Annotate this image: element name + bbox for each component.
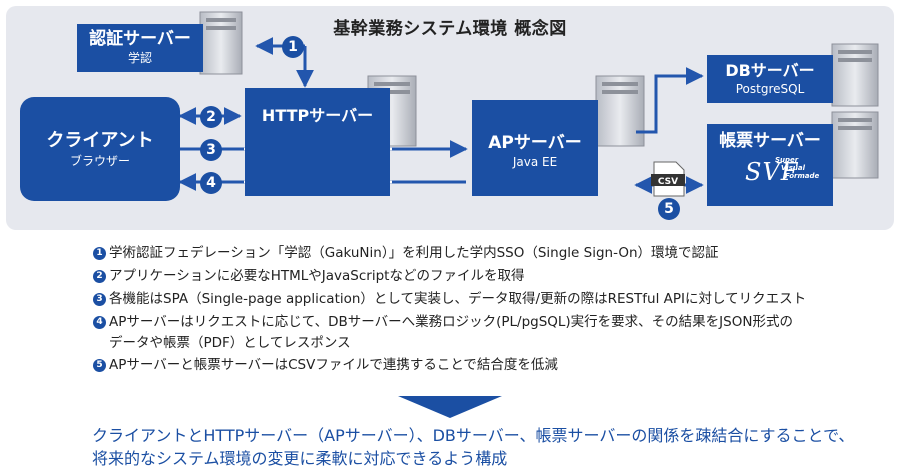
step-3-badge: 3 [200, 139, 222, 161]
auth-server-icon [199, 11, 243, 75]
arrow-db [636, 67, 704, 134]
db-server-box: DBサーバー PostgreSQL [707, 55, 833, 103]
diagram-title: 基幹業務システム環境 概念図 [333, 19, 567, 39]
svf-logo: SVF Super Visual Formade [745, 156, 820, 186]
report-server-box: 帳票サーバー SVF Super Visual Formade [707, 124, 833, 206]
ap-server-box: APサーバー Java EE [472, 100, 598, 196]
step-1-badge: 1 [282, 36, 304, 58]
csv-file-icon: CSV [651, 161, 685, 197]
step-5-badge: 5 [658, 198, 680, 220]
client-box: クライアント ブラウザー [20, 97, 180, 201]
conclusion: クライアントとHTTPサーバー（APサーバー）、DBサーバー、帳票サーバーの関係… [92, 426, 855, 468]
db-server-icon [831, 43, 879, 107]
step-2-badge: 2 [200, 106, 222, 128]
down-arrow-icon [398, 396, 502, 418]
svg-text:CSV: CSV [658, 177, 678, 187]
ap-server-icon [595, 75, 645, 147]
report-server-icon [831, 111, 879, 179]
step-4-badge: 4 [200, 172, 222, 194]
auth-server-box: 認証サーバー 学認 [77, 24, 203, 72]
http-server-box: HTTPサーバー [245, 88, 390, 196]
